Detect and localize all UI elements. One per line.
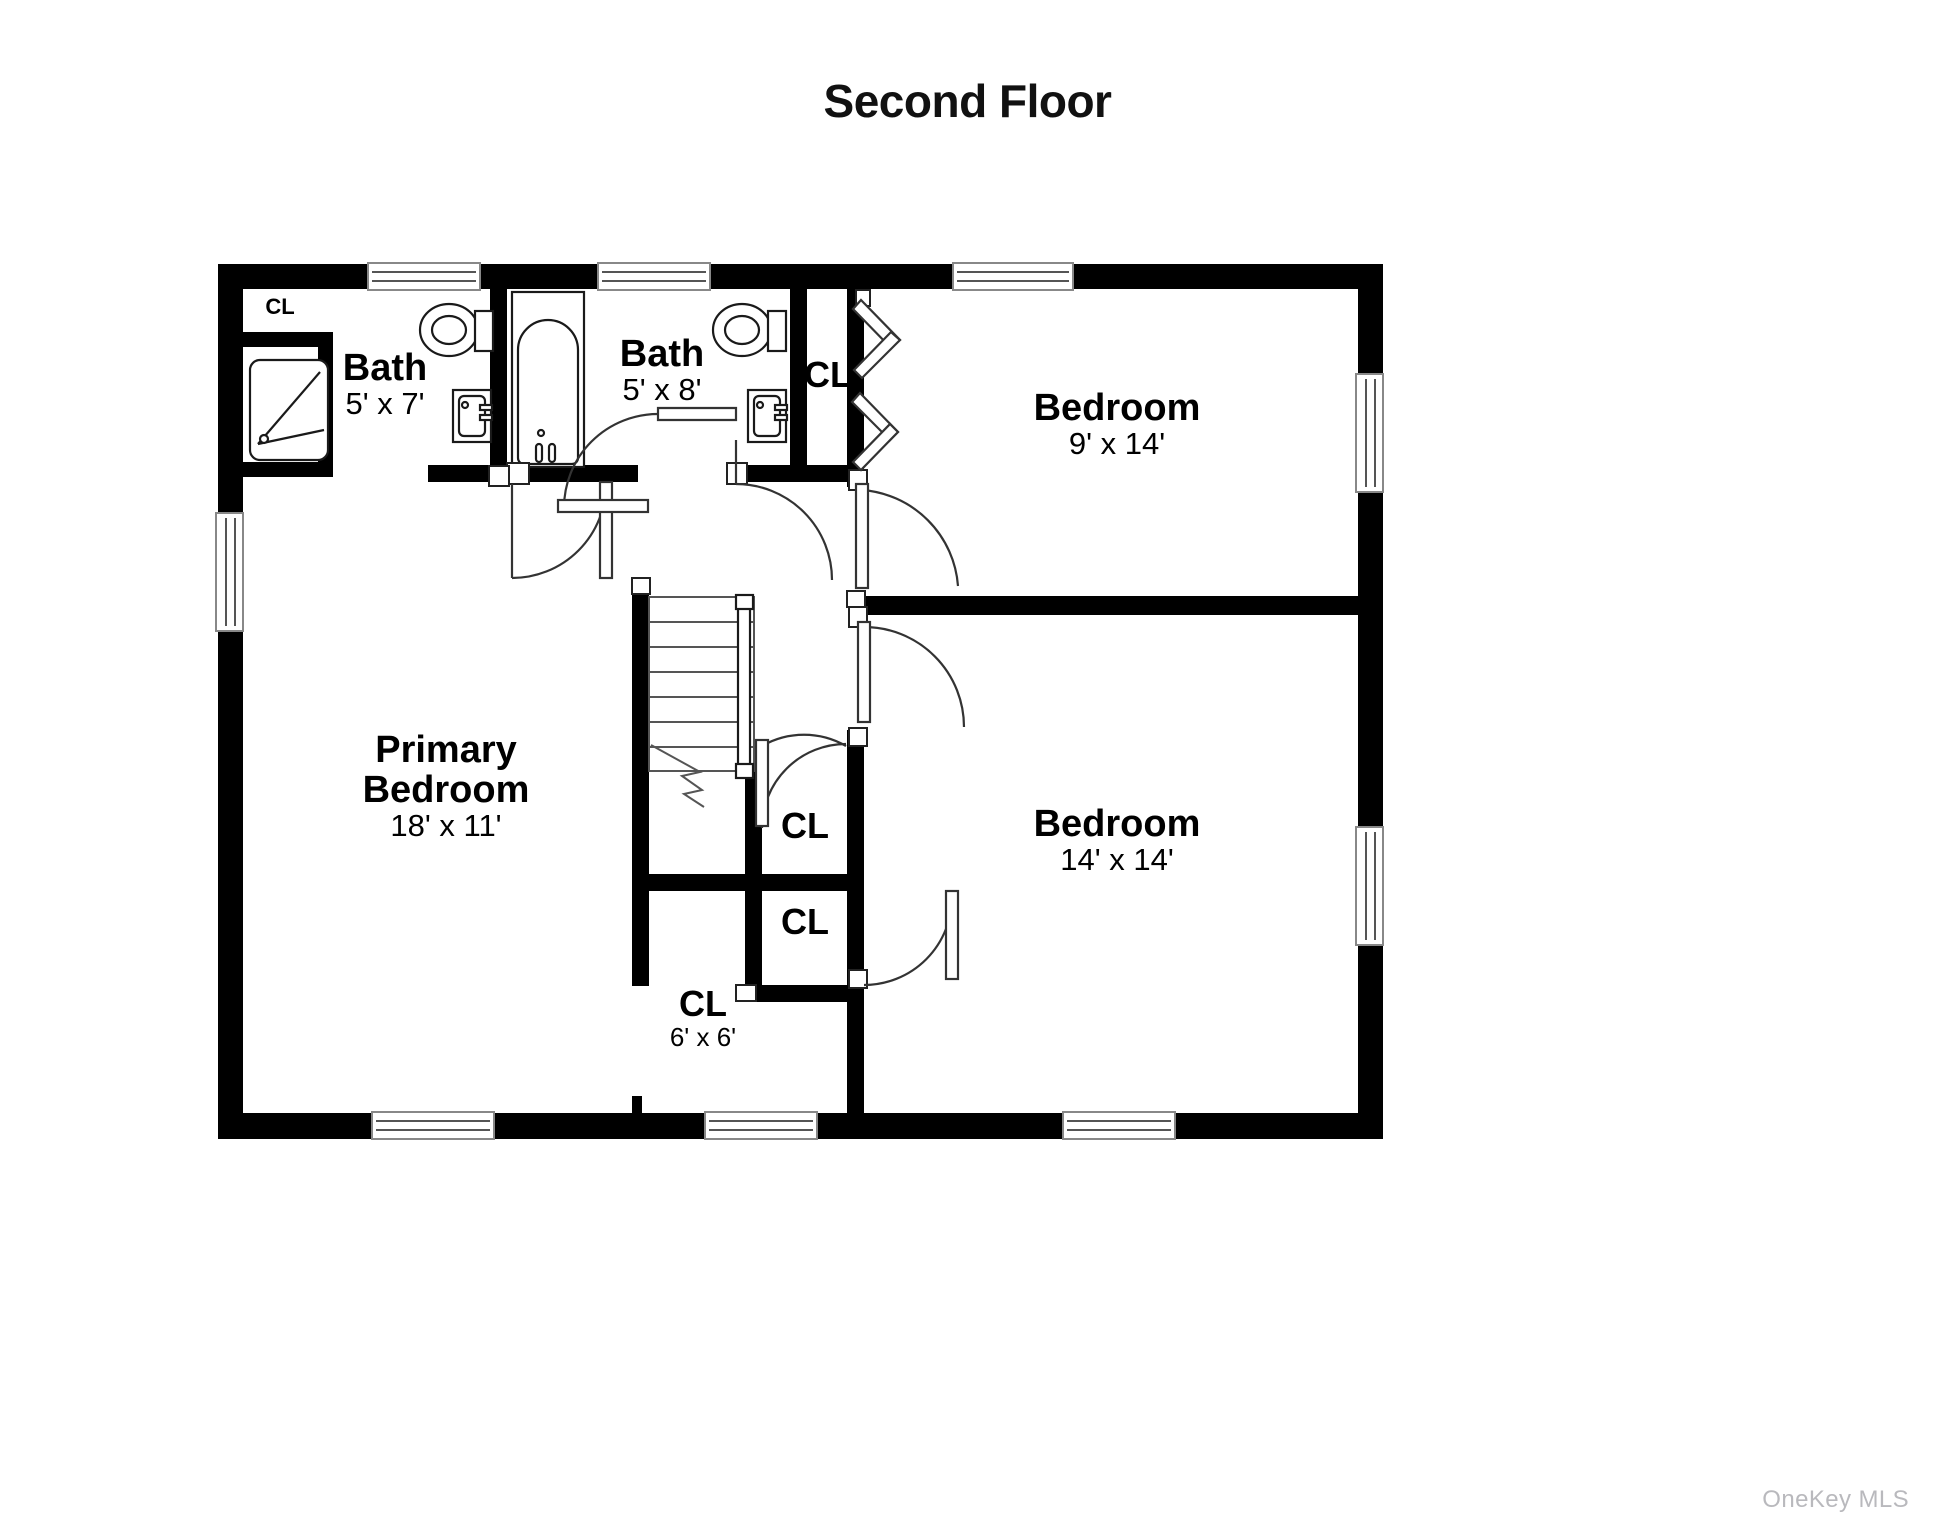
door-bath-center[interactable] xyxy=(556,406,834,581)
door-closet-mid[interactable] xyxy=(754,727,868,829)
bedroom-ne-dimensions: 9' x 14' xyxy=(1069,426,1165,461)
bedroom-ne-name: Bedroom xyxy=(1034,387,1201,429)
door-closet-ne-a[interactable] xyxy=(851,289,902,380)
window-right-2 xyxy=(1355,826,1384,946)
room-label-closet-mid-top: CL xyxy=(781,805,829,846)
closet-south-dimensions: 6' x 6' xyxy=(670,1022,736,1052)
toilet-west xyxy=(418,302,495,358)
jamb-mark-1 xyxy=(846,590,866,608)
window-bottom-2 xyxy=(704,1111,818,1140)
bedroom-se-dimensions: 14' x 14' xyxy=(1060,842,1174,877)
window-top-1 xyxy=(367,262,481,291)
sink-west xyxy=(451,388,494,444)
room-label-closet-nw: CL xyxy=(265,294,294,319)
page-title: Second Floor xyxy=(823,75,1112,127)
interior-walls xyxy=(243,289,1358,1116)
bath-center-name: Bath xyxy=(620,333,704,375)
exterior-walls xyxy=(218,264,1383,1139)
room-label-primary-bedroom: Primary Bedroom 18' x 11' xyxy=(363,729,530,843)
toilet-center xyxy=(711,302,788,358)
room-label-closet-ne: CL xyxy=(804,354,852,395)
shower-stall xyxy=(248,358,330,462)
door-closet-ne-b[interactable] xyxy=(850,391,900,472)
bath-west-dimensions: 5' x 7' xyxy=(345,386,424,421)
closet-ne-name: CL xyxy=(804,354,852,395)
room-label-closet-mid-bot: CL xyxy=(781,901,829,942)
window-top-3 xyxy=(952,262,1074,291)
window-top-2 xyxy=(597,262,711,291)
door-closet-south[interactable] xyxy=(848,889,960,989)
bath-west-name: Bath xyxy=(343,347,427,389)
room-label-bath-west: Bath 5' x 7' xyxy=(343,347,427,421)
window-left-1 xyxy=(215,512,244,632)
onekey-mls-watermark: OneKey MLS xyxy=(1762,1486,1909,1513)
bathtub-center xyxy=(510,290,586,469)
closet-mid-top-name: CL xyxy=(781,805,829,846)
primary-bedroom-name-line2: Bedroom xyxy=(363,769,530,811)
primary-bedroom-dimensions: 18' x 11' xyxy=(390,808,501,843)
primary-bedroom-name-line1: Primary xyxy=(375,729,517,771)
closet-nw-name: CL xyxy=(265,294,294,319)
room-label-bedroom-ne: Bedroom 9' x 14' xyxy=(1034,387,1201,461)
closet-mid-bot-name: CL xyxy=(781,901,829,942)
bath-center-dimensions: 5' x 8' xyxy=(622,372,701,407)
sink-center xyxy=(746,388,789,444)
bedroom-se-name: Bedroom xyxy=(1034,803,1201,845)
door-bedroom-ne[interactable] xyxy=(848,469,960,590)
window-bottom-1 xyxy=(371,1111,495,1140)
room-label-bath-center: Bath 5' x 8' xyxy=(620,333,704,407)
jamb-mark-2 xyxy=(631,577,651,595)
staircase xyxy=(648,593,755,808)
closet-south-name: CL xyxy=(679,983,727,1024)
room-label-bedroom-se: Bedroom 14' x 14' xyxy=(1034,803,1201,877)
window-bottom-3 xyxy=(1062,1111,1176,1140)
jamb-mark-3 xyxy=(735,984,757,1002)
window-right-1 xyxy=(1355,373,1384,493)
door-bedroom-se[interactable] xyxy=(848,606,966,728)
room-label-closet-south: CL 6' x 6' xyxy=(670,983,736,1052)
